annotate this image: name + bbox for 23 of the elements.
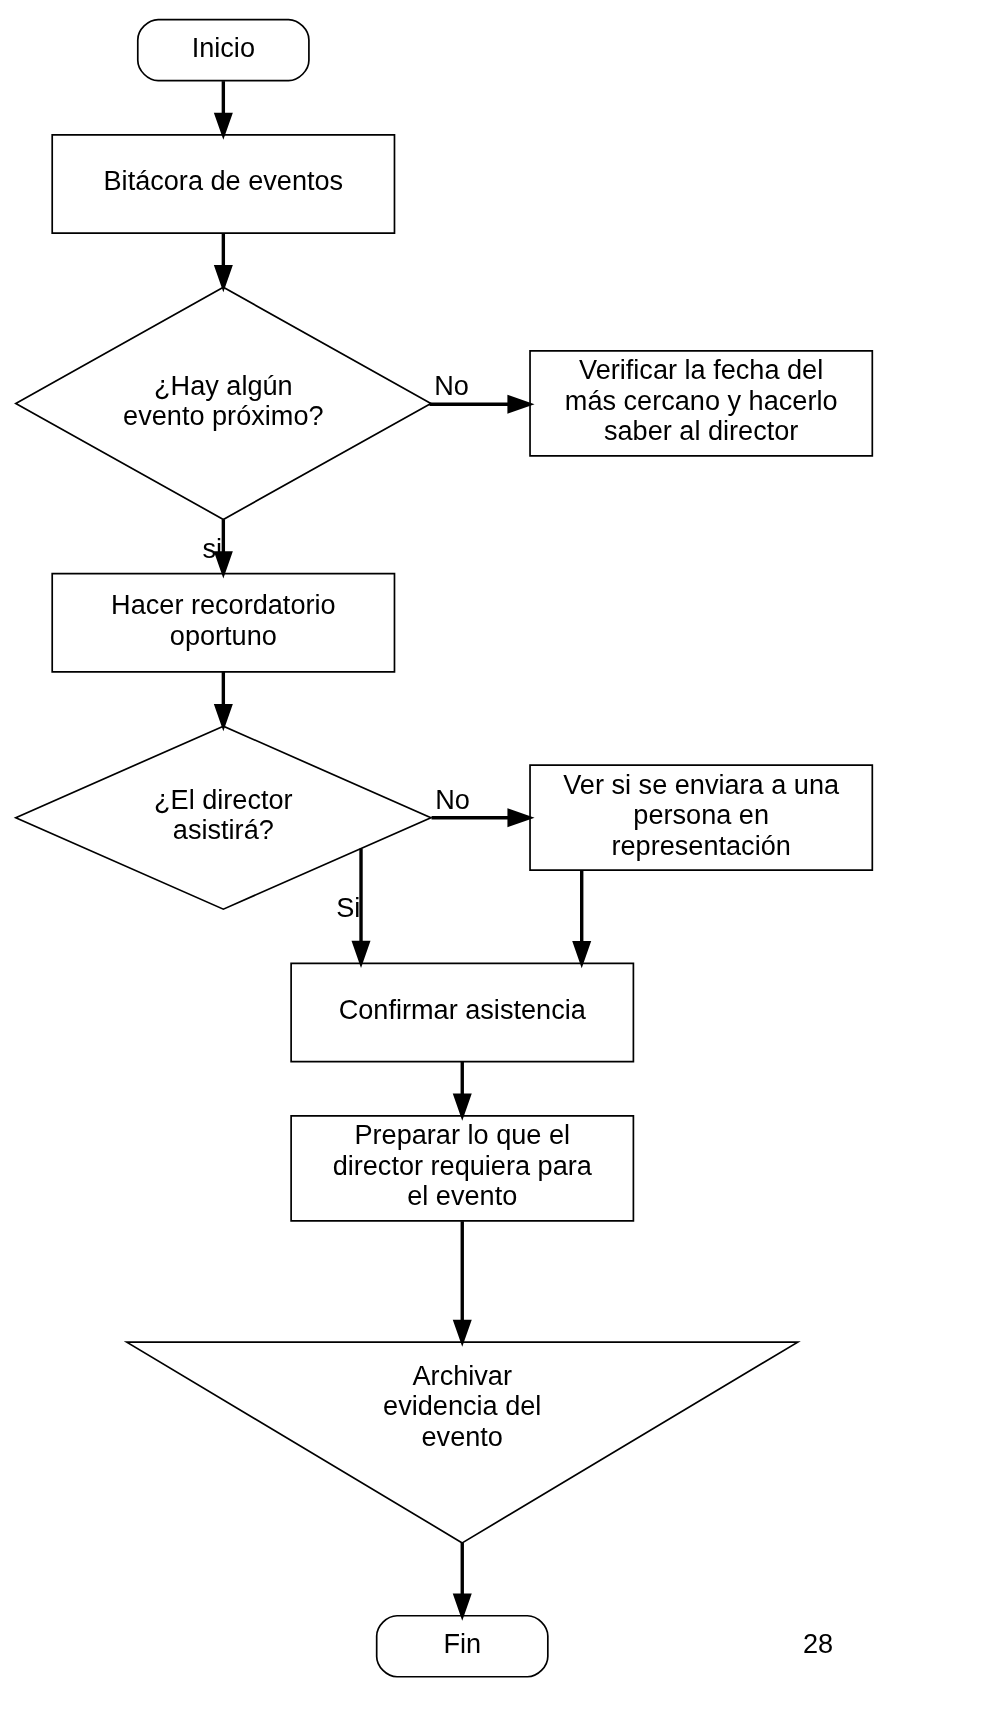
- arrow: [213, 232, 233, 292]
- arrow: [571, 869, 591, 968]
- arrow: [452, 1061, 472, 1121]
- node-box: Preparar lo que el director requiera para el evento: [289, 1114, 634, 1222]
- edge-label: No: [433, 369, 469, 401]
- node-box: Confirmar asistencia: [289, 962, 634, 1063]
- node-box: Hacer recordatorio oportuno: [50, 572, 395, 673]
- arrow: [431, 807, 535, 827]
- node-box: Ver si se enviara a una persona en representación: [528, 763, 873, 871]
- edge-label: No: [434, 783, 470, 815]
- arrow: [351, 848, 370, 968]
- label: 28: [802, 1627, 833, 1659]
- node-box: Verificar la fecha del más cercano y hacerlo saber al director: [528, 349, 873, 457]
- node-box: Inicio: [136, 18, 310, 81]
- node-box: Fin: [375, 1614, 549, 1678]
- arrow: [213, 671, 233, 731]
- arrow: [452, 1542, 472, 1621]
- arrow: [428, 394, 535, 414]
- node-box: Bitácora de eventos: [50, 133, 395, 234]
- arrow: [452, 1220, 472, 1347]
- node-diamond: ¿Hay algún evento próximo?: [13, 285, 433, 520]
- arrow: [213, 519, 233, 578]
- arrow: [213, 80, 233, 140]
